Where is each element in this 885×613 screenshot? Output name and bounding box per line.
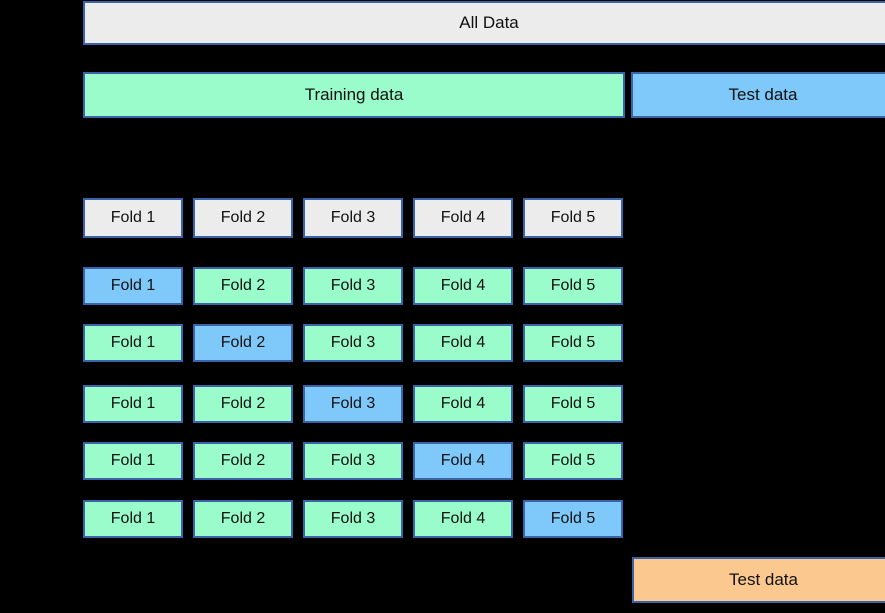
- fold-box: Fold 4: [413, 442, 513, 480]
- fold-box: Fold 3: [303, 500, 403, 538]
- cv-split-row-2: Fold 1 Fold 2 Fold 3 Fold 4 Fold 5: [83, 324, 623, 362]
- fold-box: Fold 5: [523, 442, 623, 480]
- test-data-bar: Test data: [631, 72, 885, 118]
- fold-box: Fold 5: [523, 500, 623, 538]
- fold-box: Fold 3: [303, 442, 403, 480]
- fold-box: Fold 5: [523, 267, 623, 305]
- cv-split-row-5: Fold 1 Fold 2 Fold 3 Fold 4 Fold 5: [83, 500, 623, 538]
- fold-box: Fold 4: [413, 324, 513, 362]
- fold-header-box: Fold 3: [303, 198, 403, 238]
- fold-box: Fold 3: [303, 385, 403, 423]
- cv-split-row-1: Fold 1 Fold 2 Fold 3 Fold 4 Fold 5: [83, 267, 623, 305]
- fold-box: Fold 4: [413, 267, 513, 305]
- fold-box: Fold 1: [83, 442, 183, 480]
- training-data-bar: Training data: [83, 72, 625, 118]
- fold-box: Fold 4: [413, 500, 513, 538]
- cv-split-row-4: Fold 1 Fold 2 Fold 3 Fold 4 Fold 5: [83, 442, 623, 480]
- cv-split-row-3: Fold 1 Fold 2 Fold 3 Fold 4 Fold 5: [83, 385, 623, 423]
- fold-box: Fold 1: [83, 267, 183, 305]
- fold-box: Fold 2: [193, 267, 293, 305]
- fold-box: Fold 5: [523, 324, 623, 362]
- fold-box: Fold 3: [303, 267, 403, 305]
- fold-box: Fold 2: [193, 324, 293, 362]
- fold-box: Fold 1: [83, 500, 183, 538]
- fold-header-row: Fold 1 Fold 2 Fold 3 Fold 4 Fold 5: [83, 198, 623, 238]
- fold-box: Fold 4: [413, 385, 513, 423]
- fold-header-box: Fold 1: [83, 198, 183, 238]
- fold-box: Fold 2: [193, 385, 293, 423]
- fold-box: Fold 1: [83, 324, 183, 362]
- all-data-bar: All Data: [83, 1, 885, 45]
- final-test-data-bar: Test data: [632, 557, 885, 603]
- fold-box: Fold 2: [193, 442, 293, 480]
- fold-header-box: Fold 5: [523, 198, 623, 238]
- fold-box: Fold 3: [303, 324, 403, 362]
- fold-box: Fold 5: [523, 385, 623, 423]
- fold-header-box: Fold 2: [193, 198, 293, 238]
- fold-header-box: Fold 4: [413, 198, 513, 238]
- fold-box: Fold 2: [193, 500, 293, 538]
- fold-box: Fold 1: [83, 385, 183, 423]
